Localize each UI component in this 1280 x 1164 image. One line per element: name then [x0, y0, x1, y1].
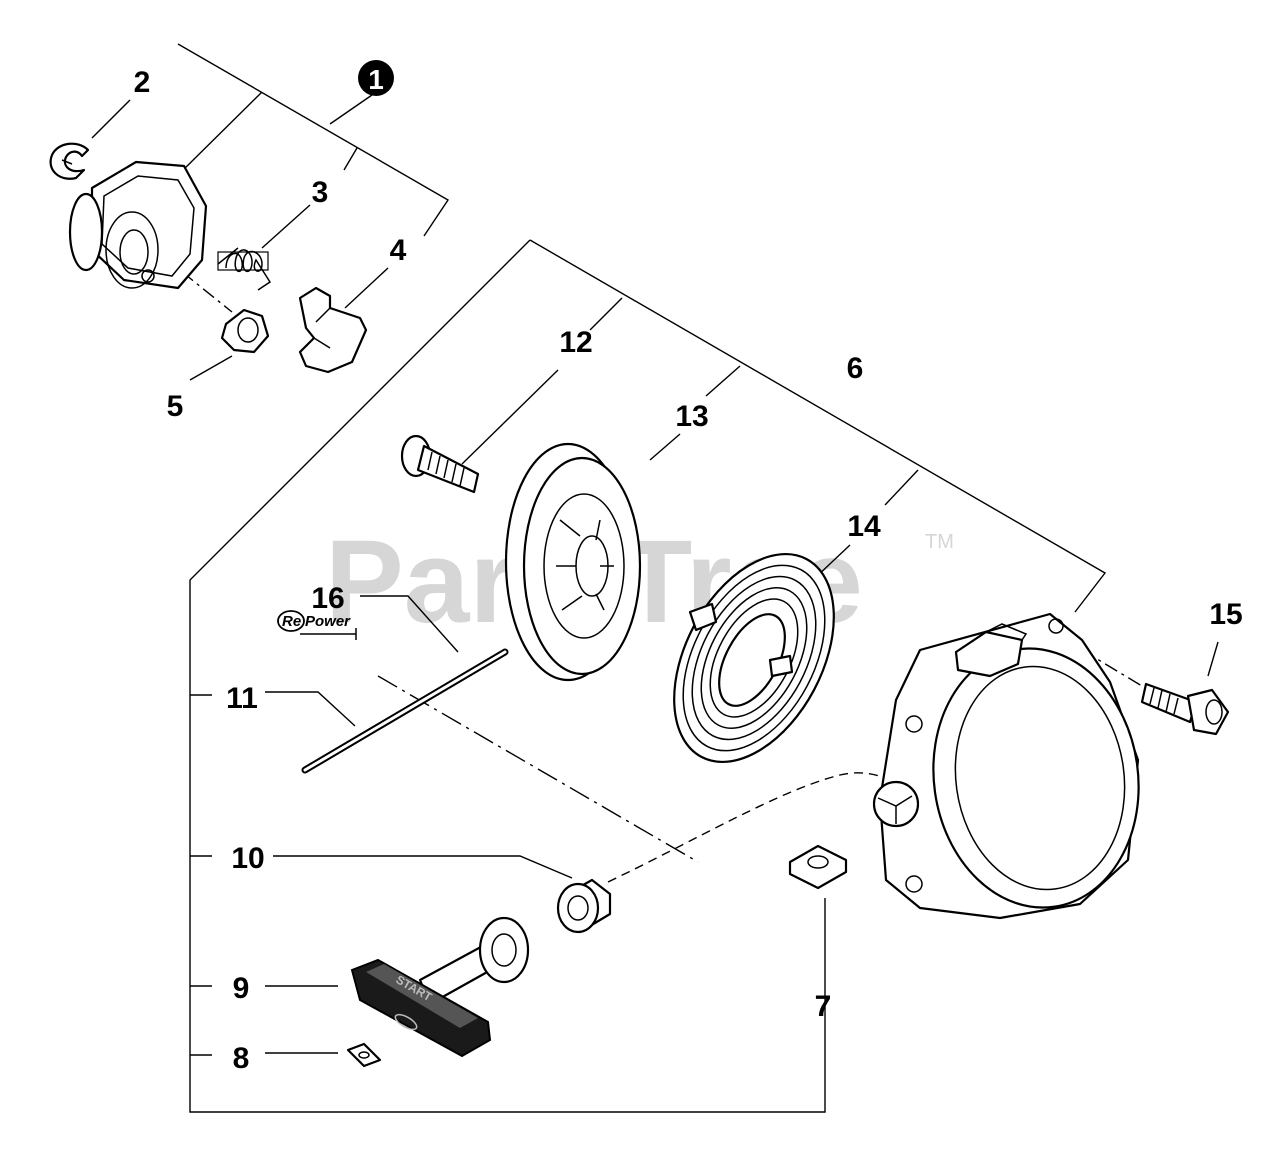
callout-9: 9 — [233, 972, 250, 1005]
part-14-spiral-spring — [673, 552, 835, 764]
assembly-bracket-lines — [177, 43, 1107, 1113]
watermark-trademark: TM — [925, 531, 954, 553]
callout-15: 15 — [1209, 598, 1242, 631]
part-13-reel — [504, 442, 642, 682]
part-6-starter-case — [872, 612, 1140, 920]
callout-11: 11 — [226, 682, 258, 715]
part-7-square-nut — [788, 844, 848, 890]
part-12-bolt — [400, 434, 480, 494]
part-10-bushing — [556, 878, 612, 934]
callout-12: 12 — [559, 326, 592, 359]
part-9-handle: START — [350, 916, 530, 1058]
part-15-screw — [1140, 682, 1230, 736]
repower-badge: Re Power — [277, 610, 357, 640]
callout-13: 13 — [675, 400, 708, 433]
callout-5: 5 — [167, 390, 184, 423]
callout-2: 2 — [134, 66, 151, 99]
part-11-rope — [301, 648, 509, 774]
repower-power: Power — [305, 613, 351, 630]
part-4-pawl — [298, 286, 368, 374]
assembly-marker-number: 1 — [368, 64, 384, 95]
callout-7: 7 — [815, 990, 832, 1023]
callout-3: 3 — [312, 176, 329, 209]
part-1-ratchet-plate — [68, 160, 208, 290]
callout-4: 4 — [390, 234, 407, 267]
repower-re: Re — [282, 613, 301, 630]
callout-10: 10 — [231, 842, 264, 875]
callout-labels: 2 3 4 5 6 7 8 9 10 11 12 13 14 15 16 — [134, 66, 1243, 1075]
assembly-marker-1: 1 — [358, 60, 394, 96]
part-3-spring — [217, 247, 272, 291]
part-8-plate — [346, 1042, 382, 1068]
callout-14: 14 — [847, 510, 881, 543]
callout-16: 16 — [311, 582, 344, 615]
part-5-nut — [220, 308, 270, 354]
callout-6: 6 — [847, 352, 864, 385]
callout-8: 8 — [233, 1042, 250, 1075]
part-2-e-clip — [49, 142, 90, 180]
